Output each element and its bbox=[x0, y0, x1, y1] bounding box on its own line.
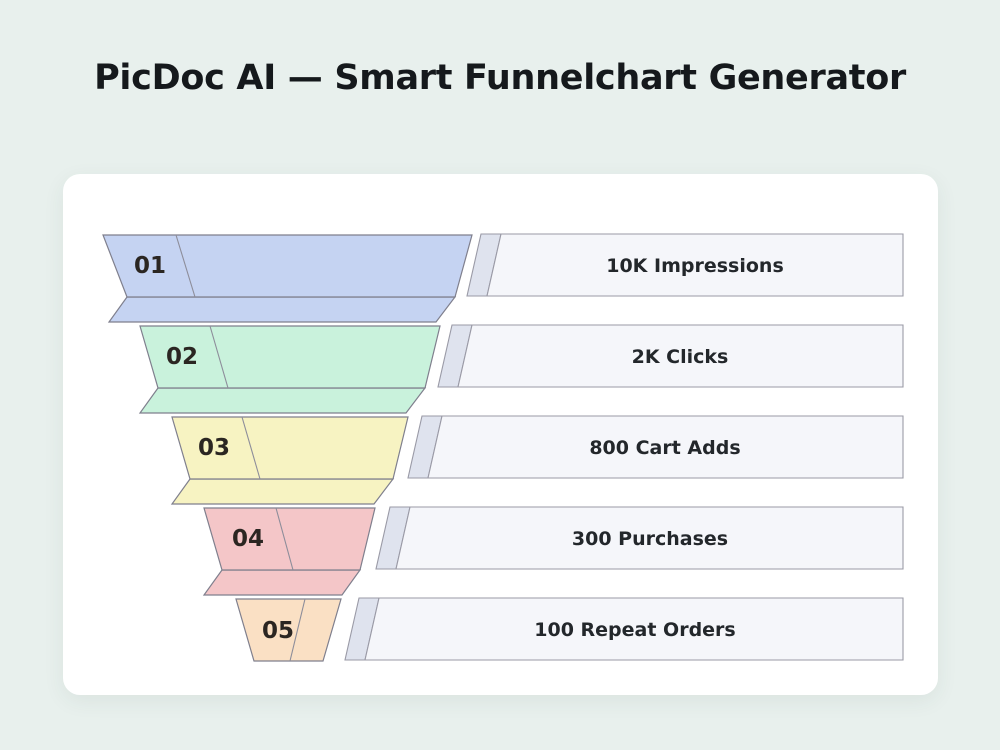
funnel-chart-card bbox=[63, 174, 938, 695]
stage-number-05: 05 bbox=[262, 618, 294, 644]
page-title: PicDoc AI — Smart Funnelchart Generator bbox=[94, 58, 906, 98]
stage-label-04: 300 Purchases bbox=[572, 528, 728, 550]
stage-number-01: 01 bbox=[134, 253, 166, 279]
stage-number-04: 04 bbox=[232, 526, 264, 552]
stage-label-05: 100 Repeat Orders bbox=[534, 619, 736, 641]
stage-label-01: 10K Impressions bbox=[606, 255, 784, 277]
stage-number-03: 03 bbox=[198, 435, 230, 461]
stage-number-02: 02 bbox=[166, 344, 198, 370]
stage-label-03: 800 Cart Adds bbox=[589, 437, 740, 459]
stage-label-02: 2K Clicks bbox=[632, 346, 729, 368]
